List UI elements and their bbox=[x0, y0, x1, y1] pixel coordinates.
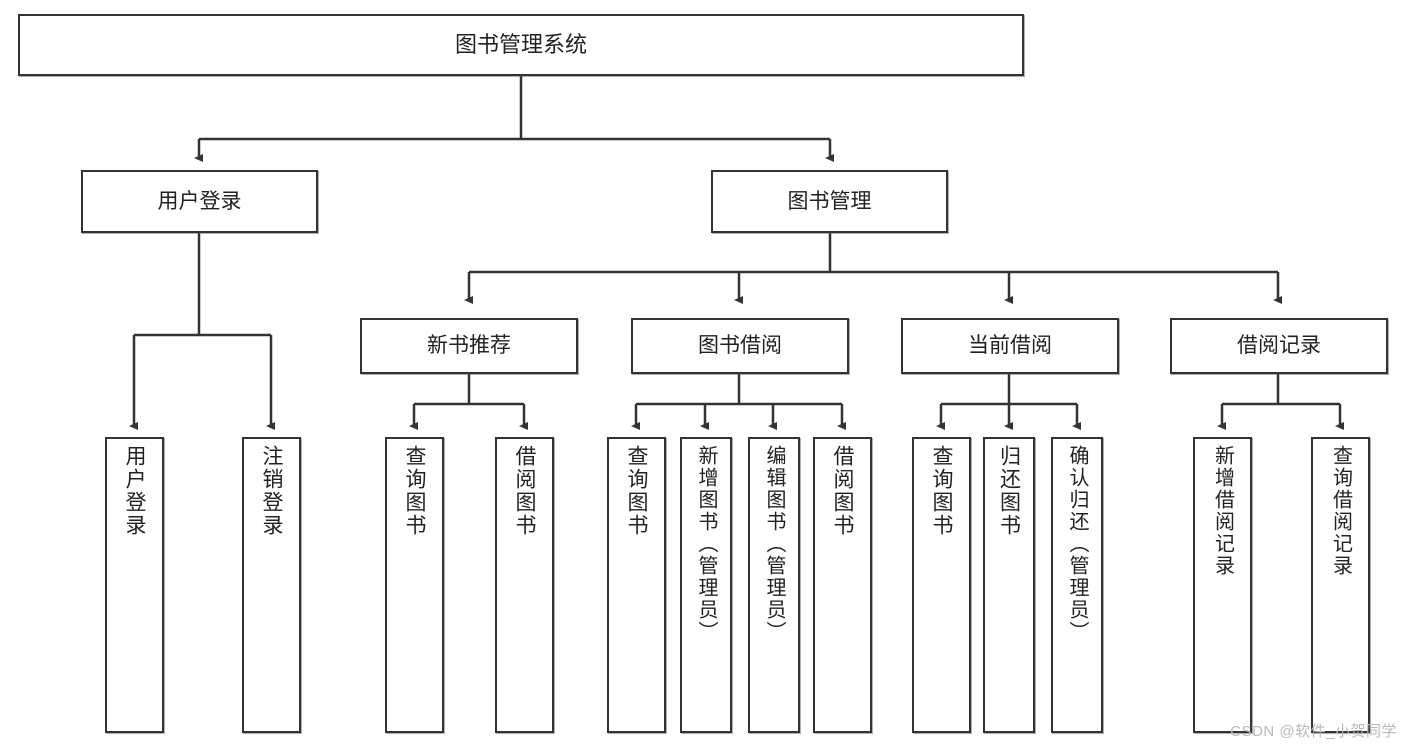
node-label: 注销登录 bbox=[260, 445, 283, 537]
node-label: 编辑图书（管理员） bbox=[763, 445, 785, 643]
node-label: 归还图书 bbox=[997, 445, 1021, 537]
leaf-current-confirm-return-admin[interactable]: 确认归还（管理员） bbox=[1051, 437, 1103, 733]
leaf-user-login-logout[interactable]: 注销登录 bbox=[242, 437, 301, 733]
node-label: 新书推荐 bbox=[427, 334, 511, 358]
node-current-borrow[interactable]: 当前借阅 bbox=[901, 318, 1119, 374]
node-label: 新增图书（管理员） bbox=[695, 445, 717, 643]
node-label: 新增借阅记录 bbox=[1211, 445, 1234, 577]
node-label: 图书管理 bbox=[787, 189, 872, 213]
node-label: 图书管理系统 bbox=[454, 31, 587, 57]
leaf-borrow-add-book-admin[interactable]: 新增图书（管理员） bbox=[680, 437, 732, 733]
leaf-current-query-book[interactable]: 查询图书 bbox=[912, 437, 971, 733]
node-label: 借阅记录 bbox=[1237, 334, 1321, 358]
node-label: 用户登录 bbox=[157, 189, 242, 213]
leaf-record-query-record[interactable]: 查询借阅记录 bbox=[1311, 437, 1370, 733]
node-label: 查询图书 bbox=[930, 445, 953, 537]
node-label: 借阅图书 bbox=[831, 445, 854, 537]
node-user-login[interactable]: 用户登录 bbox=[81, 170, 318, 233]
node-root-system[interactable]: 图书管理系统 bbox=[18, 14, 1024, 76]
leaf-borrow-query-book[interactable]: 查询图书 bbox=[607, 437, 666, 733]
leaf-new-book-query[interactable]: 查询图书 bbox=[385, 437, 444, 733]
node-label: 查询图书 bbox=[625, 445, 648, 537]
node-label: 图书借阅 bbox=[698, 334, 782, 358]
node-label: 查询图书 bbox=[403, 445, 426, 537]
leaf-new-book-borrow[interactable]: 借阅图书 bbox=[495, 437, 554, 733]
node-label: 当前借阅 bbox=[968, 334, 1052, 358]
node-label: 借阅图书 bbox=[513, 445, 536, 537]
leaf-borrow-edit-book-admin[interactable]: 编辑图书（管理员） bbox=[748, 437, 800, 733]
leaf-current-return-book[interactable]: 归还图书 bbox=[983, 437, 1035, 733]
leaf-user-login-login[interactable]: 用户登录 bbox=[105, 437, 164, 733]
node-label: 确认归还（管理员） bbox=[1066, 445, 1088, 643]
node-book-management[interactable]: 图书管理 bbox=[711, 170, 948, 233]
node-borrow-record[interactable]: 借阅记录 bbox=[1170, 318, 1388, 374]
leaf-record-add-record[interactable]: 新增借阅记录 bbox=[1193, 437, 1252, 733]
leaf-borrow-borrow-book[interactable]: 借阅图书 bbox=[813, 437, 872, 733]
node-new-book-recommend[interactable]: 新书推荐 bbox=[360, 318, 578, 374]
node-label: 用户登录 bbox=[123, 445, 146, 537]
node-label: 查询借阅记录 bbox=[1329, 445, 1352, 577]
node-book-borrow[interactable]: 图书借阅 bbox=[631, 318, 849, 374]
watermark-text: CSDN @软件_小贺同学 bbox=[1230, 723, 1397, 740]
